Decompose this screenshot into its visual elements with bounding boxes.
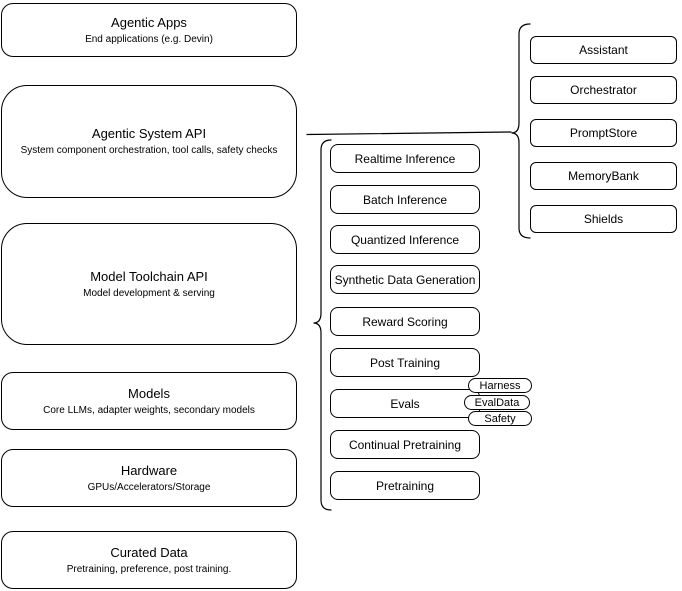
box-subtitle: GPUs/Accelerators/Storage	[87, 481, 211, 493]
box-hardware: Hardware GPUs/Accelerators/Storage	[1, 449, 297, 507]
box-subtitle: Pretraining, preference, post training.	[66, 563, 232, 575]
box-title: Curated Data	[110, 544, 188, 560]
box-agentic-apps: Agentic Apps End applications (e.g. Devi…	[1, 3, 297, 57]
box-agentic-system-api: Agentic System API System component orch…	[1, 85, 297, 198]
box-synthetic-data-generation: Synthetic Data Generation	[330, 265, 480, 294]
box-title: Model Toolchain API	[90, 268, 208, 284]
box-subtitle: End applications (e.g. Devin)	[85, 33, 213, 45]
box-title: Models	[128, 385, 170, 401]
box-batch-inference: Batch Inference	[330, 185, 480, 214]
box-subtitle: System component orchestration, tool cal…	[20, 145, 278, 156]
box-promptstore: PromptStore	[530, 119, 677, 147]
box-reward-scoring: Reward Scoring	[330, 307, 480, 336]
box-shields: Shields	[530, 205, 677, 233]
box-post-training: Post Training	[330, 348, 480, 377]
connector-line-system-api	[306, 131, 512, 136]
pill-safety: Safety	[468, 411, 532, 426]
box-memorybank: MemoryBank	[530, 162, 677, 190]
system-components-brace	[511, 23, 531, 239]
box-continual-pretraining: Continual Pretraining	[330, 430, 480, 459]
box-assistant: Assistant	[530, 36, 677, 64]
box-pretraining: Pretraining	[330, 471, 480, 500]
box-title: Hardware	[120, 462, 178, 478]
toolchain-brace	[313, 139, 332, 511]
box-orchestrator: Orchestrator	[530, 76, 677, 104]
box-quantized-inference: Quantized Inference	[330, 225, 480, 254]
box-realtime-inference: Realtime Inference	[330, 144, 480, 173]
box-curated-data: Curated Data Pretraining, preference, po…	[1, 531, 297, 589]
box-model-toolchain-api: Model Toolchain API Model development & …	[1, 223, 297, 345]
box-subtitle: Core LLMs, adapter weights, secondary mo…	[43, 404, 255, 416]
box-title: Agentic Apps	[111, 14, 187, 30]
box-title: Agentic System API	[91, 126, 207, 141]
pill-evaldata: EvalData	[464, 395, 530, 410]
box-models: Models Core LLMs, adapter weights, secon…	[1, 372, 297, 430]
pill-harness: Harness	[468, 378, 532, 393]
box-evals: Evals	[330, 389, 480, 418]
box-subtitle: Model development & serving	[83, 287, 215, 299]
